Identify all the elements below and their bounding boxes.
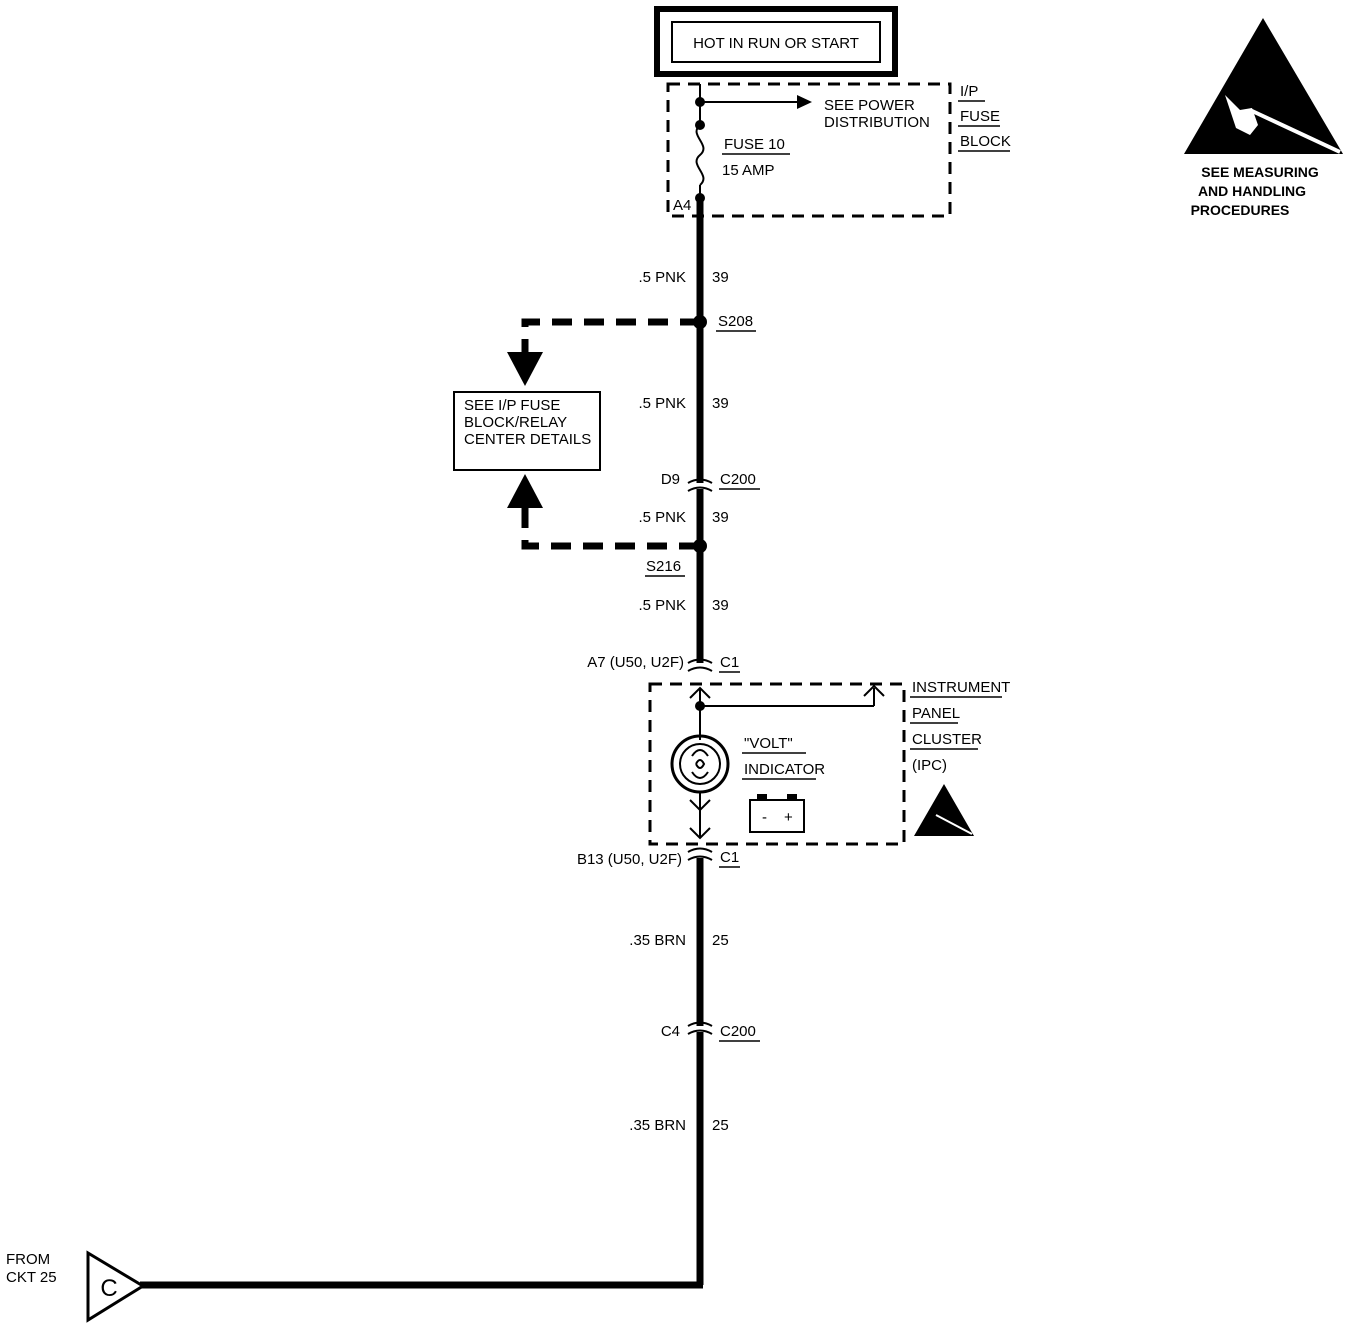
- wire-label-circuit-3: 39: [712, 509, 729, 526]
- ipc-title-2: PANEL: [912, 705, 960, 722]
- c200-top-pin: D9: [661, 471, 680, 488]
- reference-triangle-icon: [86, 1250, 146, 1323]
- arrow-right-icon: [797, 95, 812, 109]
- see-power-line2: DISTRIBUTION: [824, 114, 930, 131]
- from-line2: CKT 25: [6, 1269, 57, 1286]
- instrument-panel-cluster: "VOLT" INDICATOR - + INSTRUMENT PANEL CL…: [648, 679, 1010, 846]
- wire-label-circuit-1: 39: [712, 269, 729, 286]
- connector-c1-bottom: [687, 847, 713, 853]
- wire-label-gauge-5: .35 BRN: [629, 932, 686, 949]
- c1-top-pin: A7 (U50, U2F): [587, 654, 684, 671]
- relay-line1: SEE I/P FUSE: [464, 397, 560, 414]
- wire-label-circuit-2: 39: [712, 395, 729, 412]
- c200-bottom-pin: C4: [661, 1023, 680, 1040]
- esd-line2: AND HANDLING: [1198, 183, 1306, 199]
- arrow-down-icon: [507, 352, 543, 386]
- c1-top-name: C1: [720, 654, 739, 671]
- wire-label-gauge-3: .5 PNK: [638, 509, 686, 526]
- c200-bottom-name: C200: [720, 1023, 756, 1040]
- esd-line3: PROCEDURES: [1191, 202, 1290, 218]
- fuse-block-title-1: I/P: [960, 83, 978, 100]
- c200-top-name: C200: [720, 471, 756, 488]
- relay-line2: BLOCK/RELAY: [464, 414, 567, 431]
- indicator-line2: INDICATOR: [744, 761, 825, 778]
- wire-label-gauge-4: .5 PNK: [638, 597, 686, 614]
- ipc-title-3: CLUSTER: [912, 731, 982, 748]
- c1-bottom-name: C1: [720, 849, 739, 866]
- fuse-name: FUSE 10: [724, 136, 785, 153]
- wire-label-circuit-5: 25: [712, 932, 729, 949]
- connector-c200-bottom: [687, 1021, 713, 1027]
- fuse-block-title-3: BLOCK: [960, 133, 1011, 150]
- fuse-block-title-2: FUSE: [960, 108, 1000, 125]
- reference-letter: C: [100, 1275, 117, 1302]
- esd-line1: SEE MEASURING: [1201, 164, 1319, 180]
- arrow-up-icon: [507, 474, 543, 508]
- indicator-line1: "VOLT": [744, 735, 793, 752]
- connector-c1-top: [687, 658, 713, 664]
- wire-label-gauge-6: .35 BRN: [629, 1117, 686, 1134]
- power-source-label: HOT IN RUN OR START: [693, 35, 859, 52]
- ipc-title-1: INSTRUMENT: [912, 679, 1010, 696]
- esd-warning-icon: [1184, 18, 1343, 154]
- esd-small-icon: [914, 784, 974, 836]
- ipc-title-4: (IPC): [912, 757, 947, 774]
- wire-label-circuit-6: 25: [712, 1117, 729, 1134]
- wire-label-gauge-2: .5 PNK: [638, 395, 686, 412]
- see-power-line1: SEE POWER: [824, 97, 915, 114]
- splice-s216: [693, 539, 707, 553]
- esd-warning: SEE MEASURING AND HANDLING PROCEDURES: [1184, 18, 1343, 218]
- battery-minus: -: [762, 809, 767, 826]
- fuse-icon: [695, 124, 705, 186]
- splice-s216-label: S216: [646, 558, 681, 575]
- relay-center-box: SEE I/P FUSE BLOCK/RELAY CENTER DETAILS: [453, 391, 601, 471]
- c1-bottom-pin: B13 (U50, U2F): [577, 851, 682, 868]
- wire-label-gauge-1: .5 PNK: [638, 269, 686, 286]
- wire-label-circuit-4: 39: [712, 597, 729, 614]
- power-source-box: HOT IN RUN OR START: [654, 6, 898, 77]
- battery-icon: - +: [749, 794, 805, 833]
- splice-s208-label: S208: [718, 313, 753, 330]
- from-circuit-reference: C FROM CKT 25: [6, 1250, 146, 1323]
- connector-c200-top: [687, 478, 713, 484]
- battery-plus: +: [784, 809, 793, 826]
- fuse-block: SEE POWER DISTRIBUTION FUSE 10 15 AMP A4…: [666, 82, 1011, 218]
- fuse-terminal: A4: [673, 197, 691, 214]
- relay-line3: CENTER DETAILS: [464, 431, 591, 448]
- from-line1: FROM: [6, 1251, 50, 1268]
- fuse-rating: 15 AMP: [722, 162, 775, 179]
